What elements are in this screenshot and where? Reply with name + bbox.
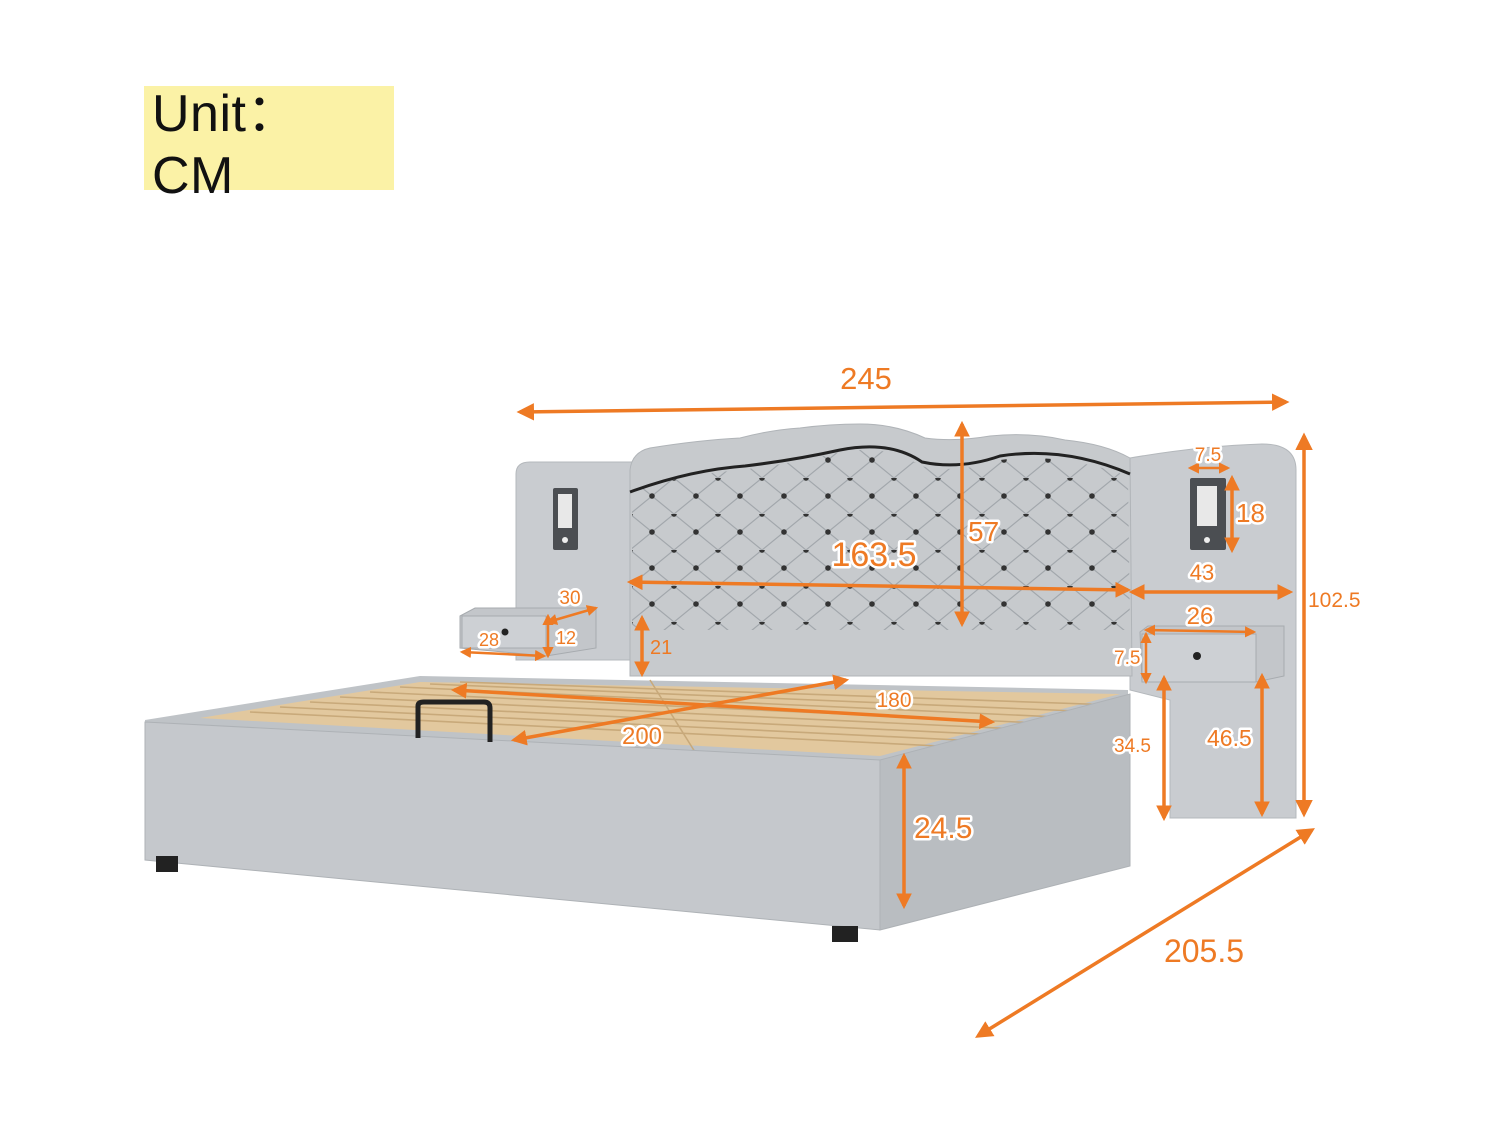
left-reading-light	[553, 488, 578, 550]
right-shelf-width-label: 26	[1187, 603, 1214, 630]
bed-foot-right	[832, 926, 858, 942]
headboard-width-arrow	[626, 574, 1132, 598]
right-reading-light	[1190, 478, 1226, 550]
right-shelf-floor-label: 46.5	[1207, 725, 1252, 751]
light-height-label: 18	[1236, 498, 1265, 528]
right-shelf-height-label: 7.5	[1114, 648, 1140, 669]
dimension-lines	[450, 393, 1315, 1038]
left-shelf-depth-label: 30	[559, 588, 580, 609]
side-panel-width-label: 43	[1190, 560, 1214, 585]
headboard-trim	[629, 445, 1131, 494]
overall-width-arrow	[516, 393, 1290, 421]
left-shelf-width-arrow	[459, 646, 547, 662]
overall-length-arrow	[975, 828, 1315, 1038]
left-shelf-width-label: 28	[479, 630, 499, 650]
overall-length-label: 205.5	[1164, 933, 1244, 969]
overall-width-label: 245	[840, 361, 892, 396]
frame-height-label: 24.5	[914, 812, 972, 845]
headboard-width-label: 163.5	[831, 536, 916, 574]
mattress-length-label: 200	[622, 723, 662, 750]
headboard-clearance-label: 21	[650, 637, 672, 659]
light-width-label: 7.5	[1195, 445, 1221, 466]
left-shelf-depth-arrow	[545, 605, 599, 625]
frame-floor-label: 34.5	[1114, 736, 1151, 757]
dimension-labels: 245 102.5 205.5 163.5 57 21 43 7.5 18 30…	[476, 361, 1361, 969]
left-shelf-height-label: 12	[556, 628, 576, 648]
unit-badge: Unit： CM	[144, 85, 394, 205]
mattress-width-label: 180	[876, 689, 911, 712]
mattress-length-arrow	[510, 674, 850, 746]
bed-foot-left	[156, 856, 178, 872]
unit-label: Unit： CM	[152, 84, 299, 205]
right-shelf	[1139, 625, 1285, 683]
right-shelf-width-arrow	[1143, 624, 1257, 638]
headboard-height-label: 57	[968, 516, 999, 547]
overall-height-label: 102.5	[1308, 589, 1361, 612]
